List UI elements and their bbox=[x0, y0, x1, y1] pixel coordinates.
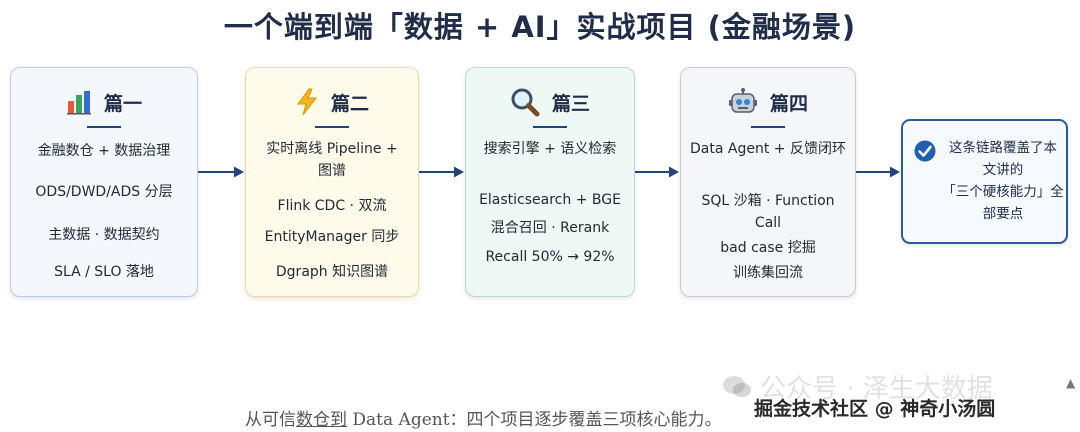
card-divider bbox=[751, 126, 785, 128]
card-item: Recall 50% → 92% bbox=[485, 249, 615, 265]
flow-arrow bbox=[198, 166, 244, 178]
robot-icon bbox=[728, 88, 758, 116]
caption-underlined-text: 数仓到 bbox=[296, 410, 347, 430]
card-item: 实时离线 Pipeline + bbox=[266, 141, 398, 157]
card-header: 篇一 bbox=[11, 82, 197, 122]
card-part-4: 篇四 Data Agent + 反馈闭环 SQL 沙箱 · Function C… bbox=[680, 67, 856, 297]
lightning-bolt-icon bbox=[295, 88, 319, 116]
card-item: EntityManager 同步 bbox=[264, 229, 400, 245]
card-item: 混合召回 · Rerank bbox=[490, 220, 610, 236]
summary-line: 「三个硬核能力」全 bbox=[942, 184, 1064, 200]
card-title: 篇二 bbox=[330, 92, 369, 115]
watermark-juejin: 掘金技术社区 @ 神奇小汤圆 bbox=[754, 398, 996, 420]
card-title: 篇三 bbox=[551, 92, 590, 115]
card-item: 金融数仓 + 数据治理 bbox=[37, 143, 171, 159]
summary-line: 部要点 bbox=[982, 206, 1024, 222]
magnifier-icon bbox=[510, 87, 540, 117]
bar-chart-icon bbox=[66, 89, 92, 115]
card-item: bad case 挖掘 bbox=[720, 240, 816, 256]
corner-arrow-icon: ▲ bbox=[1066, 376, 1076, 390]
summary-line: 这条链路覆盖了本 bbox=[949, 140, 1057, 156]
card-title: 篇四 bbox=[769, 92, 808, 115]
card-part-2: 篇二 实时离线 Pipeline + 图谱 Flink CDC · 双流 Ent… bbox=[245, 67, 419, 297]
flow-arrow bbox=[856, 166, 900, 178]
summary-box: 这条链路覆盖了本 文讲的 「三个硬核能力」全 部要点 bbox=[901, 119, 1068, 244]
card-part-1: 篇一 金融数仓 + 数据治理 ODS/DWD/ADS 分层 主数据 · 数据契约… bbox=[10, 67, 198, 297]
card-item: 训练集回流 bbox=[733, 265, 803, 281]
wechat-icon bbox=[722, 374, 752, 400]
card-item: SLA / SLO 落地 bbox=[54, 264, 154, 280]
caption-text: 从可信 bbox=[245, 410, 296, 430]
card-item: Call bbox=[754, 215, 782, 231]
card-item: SQL 沙箱 · Function bbox=[701, 193, 835, 209]
watermark-text: 公众号 · 泽生大数据 bbox=[760, 374, 993, 404]
card-item: Dgraph 知识图谱 bbox=[275, 264, 389, 280]
summary-line: 文讲的 bbox=[982, 162, 1024, 178]
card-header: 篇二 bbox=[246, 82, 418, 122]
check-circle-icon bbox=[914, 140, 936, 162]
card-item: Flink CDC · 双流 bbox=[277, 198, 387, 214]
card-divider bbox=[533, 126, 567, 128]
card-item: 搜索引擎 + 语义检索 bbox=[483, 141, 617, 157]
flow-arrow bbox=[419, 166, 464, 178]
diagram-title: 一个端到端「数据 + AI」实战项目 (金融场景) bbox=[223, 10, 857, 44]
figure-caption: 从可信数仓到 Data Agent：四个项目逐步覆盖三项核心能力。 bbox=[245, 405, 722, 430]
flow-arrow bbox=[635, 166, 679, 178]
card-header: 篇三 bbox=[466, 82, 634, 122]
card-item: Elasticsearch + BGE bbox=[479, 192, 621, 208]
caption-text: Data Agent：四个项目逐步覆盖三项核心能力。 bbox=[347, 410, 722, 430]
watermark-wechat: 公众号 · 泽生大数据 bbox=[722, 368, 993, 405]
card-item: 主数据 · 数据契约 bbox=[48, 227, 160, 243]
card-divider bbox=[315, 126, 349, 128]
card-header: 篇四 bbox=[681, 82, 855, 122]
card-item: 图谱 bbox=[318, 163, 346, 179]
card-item: Data Agent + 反馈闭环 bbox=[690, 141, 846, 157]
summary-text: 这条链路覆盖了本 文讲的 「三个硬核能力」全 部要点 bbox=[941, 137, 1065, 225]
card-divider bbox=[87, 126, 121, 128]
card-item: ODS/DWD/ADS 分层 bbox=[35, 184, 173, 200]
card-part-3: 篇三 搜索引擎 + 语义检索 Elasticsearch + BGE 混合召回 … bbox=[465, 67, 635, 297]
card-title: 篇一 bbox=[103, 92, 142, 115]
